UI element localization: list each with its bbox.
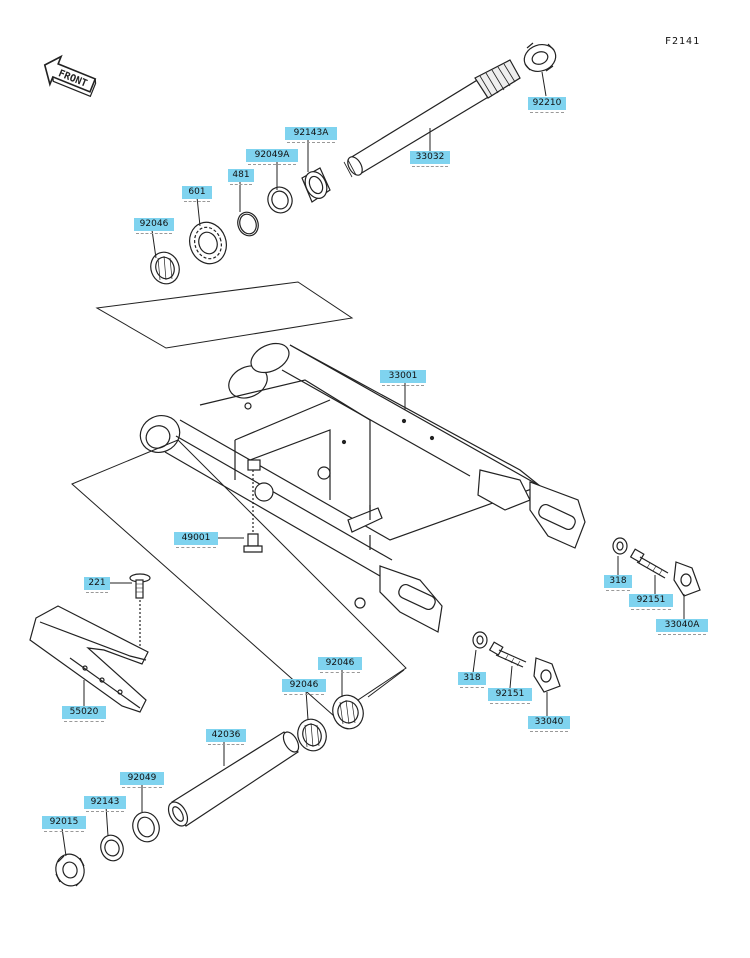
- seal-92049: [132, 811, 160, 843]
- part-label-55020[interactable]: 55020: [62, 706, 106, 722]
- part-label-92210[interactable]: 92210: [528, 97, 566, 113]
- nut-318-right: [612, 537, 628, 555]
- needle-bearing-92046-a: [297, 718, 327, 752]
- part-label-318-mid[interactable]: 318: [458, 672, 486, 688]
- nut-92210: [523, 42, 557, 72]
- bearing-601: [189, 221, 227, 265]
- part-label-92046-b[interactable]: 92046: [318, 657, 362, 673]
- part-label-92049[interactable]: 92049: [120, 772, 164, 788]
- bolt-92151-right: [629, 548, 669, 579]
- swingarm-33001: [139, 342, 586, 633]
- assembly-outline-bottom: [71, 439, 407, 717]
- axle-33032: [343, 59, 521, 178]
- part-label-33040A[interactable]: 33040A: [656, 619, 708, 635]
- cap-92143A: [301, 167, 331, 203]
- chain-guard-55020: [29, 605, 149, 713]
- front-arrow-icon: FRONT: [43, 54, 97, 98]
- bolt-92151-mid: [488, 641, 527, 668]
- cap-92143: [100, 834, 124, 862]
- part-label-33001[interactable]: 33001: [380, 370, 426, 386]
- part-label-92015[interactable]: 92015: [42, 816, 86, 832]
- grease-nipple-49001: [243, 470, 263, 553]
- collar-42036: [167, 731, 300, 827]
- part-label-318-right[interactable]: 318: [604, 575, 632, 591]
- figure-id: F2141: [665, 36, 701, 47]
- part-label-92143A[interactable]: 92143A: [285, 127, 337, 143]
- part-label-92151-mid[interactable]: 92151: [488, 688, 532, 704]
- part-label-92143[interactable]: 92143: [84, 796, 126, 812]
- assembly-outline-top: [95, 281, 354, 349]
- block-33040A: [673, 561, 701, 597]
- leader-lines: [61, 71, 685, 857]
- part-label-42036[interactable]: 42036: [206, 729, 246, 745]
- part-label-33040[interactable]: 33040: [528, 716, 570, 732]
- screw-221: [129, 573, 151, 648]
- part-label-601[interactable]: 601: [182, 186, 212, 202]
- nut-92015: [55, 853, 85, 887]
- part-label-33032[interactable]: 33032: [410, 151, 450, 167]
- part-label-92151-right[interactable]: 92151: [629, 594, 673, 610]
- part-label-92046-a[interactable]: 92046: [282, 679, 326, 695]
- nut-318-mid: [472, 631, 488, 649]
- circlip-481: [237, 211, 259, 237]
- part-label-92046-top[interactable]: 92046: [134, 218, 174, 234]
- part-label-481[interactable]: 481: [228, 169, 254, 185]
- part-label-49001[interactable]: 49001: [174, 532, 218, 548]
- block-33040: [533, 657, 561, 693]
- needle-bearing-92046-top: [150, 251, 180, 285]
- part-label-221[interactable]: 221: [84, 577, 110, 593]
- seal-92049A: [267, 186, 293, 214]
- part-label-92049A[interactable]: 92049A: [246, 149, 298, 165]
